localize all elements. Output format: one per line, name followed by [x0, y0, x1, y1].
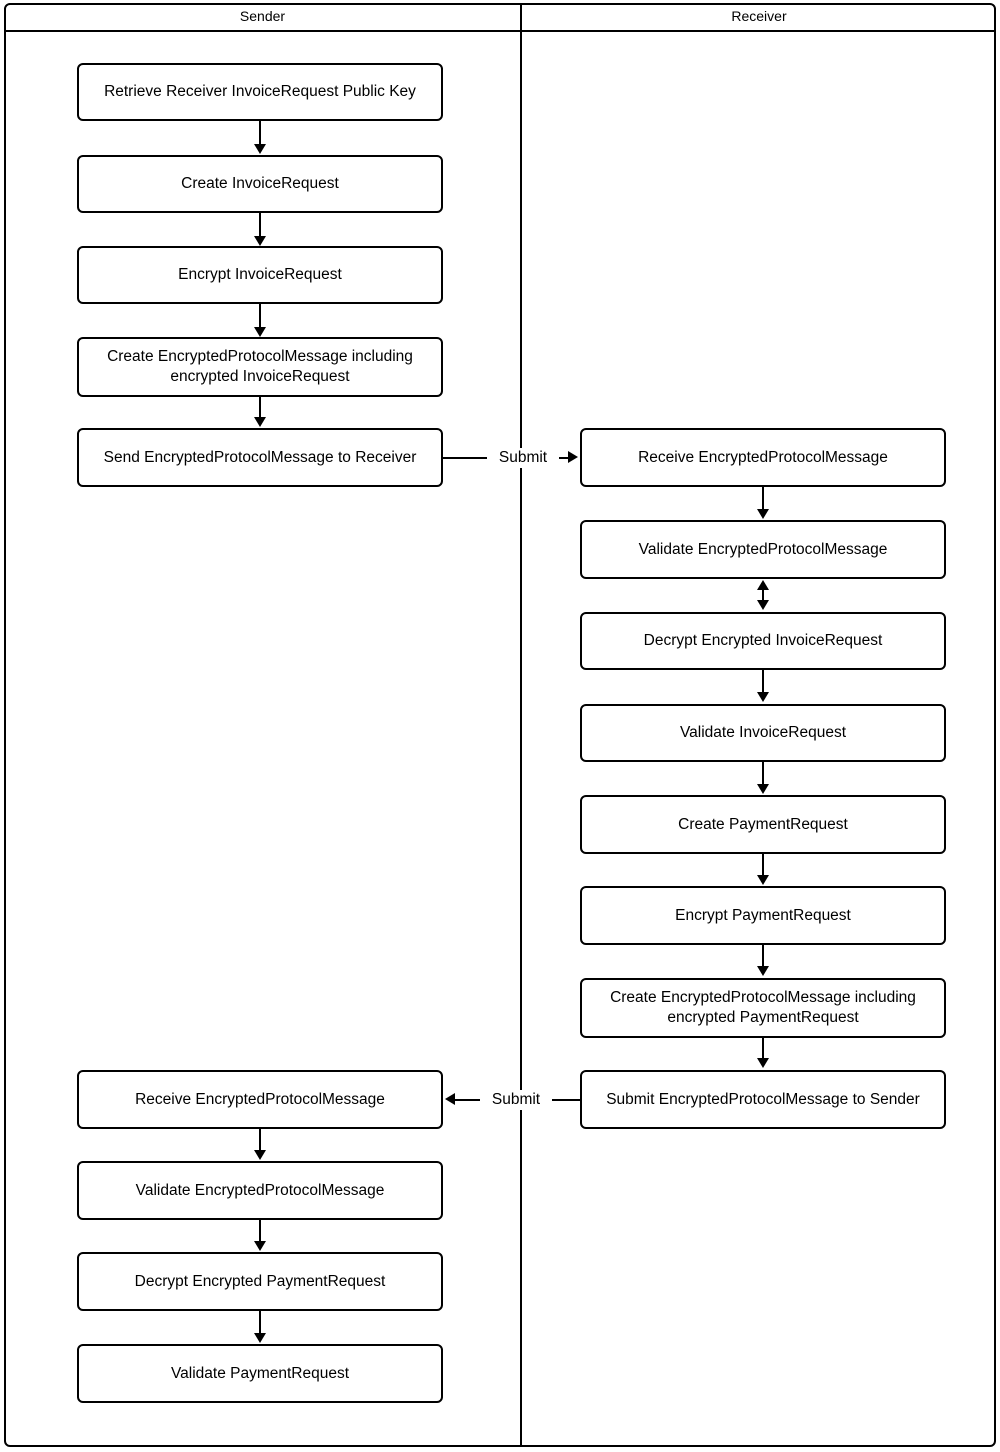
connector-r1-r2-line	[762, 487, 764, 510]
connector-r4-r5-arrowhead	[757, 784, 769, 794]
connector-s4-s5-line	[259, 397, 261, 418]
connector-s8-s9-line	[259, 1311, 261, 1334]
edge-label-submit-to-sender: Submit	[480, 1090, 552, 1110]
lane-header-divider	[4, 30, 996, 32]
connector-s4-s5-arrowhead	[254, 417, 266, 427]
connector-s6-s7-arrowhead	[254, 1150, 266, 1160]
node-receive-encryptedprotocolmessage-sender[interactable]: Receive EncryptedProtocolMessage	[77, 1070, 443, 1129]
edge-label-submit-to-receiver: Submit	[487, 448, 559, 468]
connector-r7-r8-line	[762, 1038, 764, 1059]
connector-s6-s7-line	[259, 1129, 261, 1151]
node-decrypt-encrypted-paymentrequest[interactable]: Decrypt Encrypted PaymentRequest	[77, 1252, 443, 1311]
node-validate-encryptedprotocolmessage-sender[interactable]: Validate EncryptedProtocolMessage	[77, 1161, 443, 1220]
connector-r2-r3-line	[762, 588, 764, 602]
node-receive-encryptedprotocolmessage-receiver[interactable]: Receive EncryptedProtocolMessage	[580, 428, 946, 487]
node-encrypt-paymentrequest[interactable]: Encrypt PaymentRequest	[580, 886, 946, 945]
connector-r2-r3-arrowhead-up	[757, 580, 769, 590]
node-validate-encryptedprotocolmessage-receiver[interactable]: Validate EncryptedProtocolMessage	[580, 520, 946, 579]
connector-s3-s4-line	[259, 304, 261, 328]
connector-s7-s8-line	[259, 1220, 261, 1242]
connector-s2-s3-line	[259, 213, 261, 237]
lane-header-receiver: Receiver	[731, 8, 787, 24]
connector-s1-s2-arrowhead	[254, 144, 266, 154]
node-validate-invoicerequest[interactable]: Validate InvoiceRequest	[580, 704, 946, 762]
node-decrypt-encrypted-invoicerequest[interactable]: Decrypt Encrypted InvoiceRequest	[580, 612, 946, 670]
node-create-invoicerequest[interactable]: Create InvoiceRequest	[77, 155, 443, 213]
connector-r7-r8-arrowhead	[757, 1058, 769, 1068]
connector-s7-s8-arrowhead	[254, 1241, 266, 1251]
node-submit-encryptedprotocolmessage-to-sender[interactable]: Submit EncryptedProtocolMessage to Sende…	[580, 1070, 946, 1129]
node-validate-paymentrequest[interactable]: Validate PaymentRequest	[77, 1344, 443, 1403]
connector-r3-r4-arrowhead	[757, 692, 769, 702]
connector-submit-to-receiver-arrowhead	[568, 451, 578, 463]
node-encrypt-invoicerequest[interactable]: Encrypt InvoiceRequest	[77, 246, 443, 304]
connector-r1-r2-arrowhead	[757, 509, 769, 519]
connector-s3-s4-arrowhead	[254, 327, 266, 337]
node-create-encryptedprotocolmessage-invoicerequest[interactable]: Create EncryptedProtocolMessage includin…	[77, 337, 443, 397]
connector-r6-r7-arrowhead	[757, 966, 769, 976]
lane-header-sender: Sender	[239, 8, 286, 24]
node-retrieve-receiver-invoicerequest-public-key[interactable]: Retrieve Receiver InvoiceRequest Public …	[77, 63, 443, 121]
connector-r4-r5-line	[762, 762, 764, 785]
connector-r3-r4-line	[762, 670, 764, 693]
connector-submit-to-sender-arrowhead	[445, 1093, 455, 1105]
connector-r5-r6-line	[762, 854, 764, 876]
connector-r2-r3-arrowhead-down	[757, 600, 769, 610]
lane-vertical-divider	[520, 3, 522, 1447]
connector-r5-r6-arrowhead	[757, 875, 769, 885]
node-create-encryptedprotocolmessage-paymentrequest[interactable]: Create EncryptedProtocolMessage includin…	[580, 978, 946, 1038]
connector-s8-s9-arrowhead	[254, 1333, 266, 1343]
node-send-encryptedprotocolmessage-to-receiver[interactable]: Send EncryptedProtocolMessage to Receive…	[77, 428, 443, 487]
connector-r6-r7-line	[762, 945, 764, 967]
connector-s2-s3-arrowhead	[254, 236, 266, 246]
connector-s1-s2-line	[259, 121, 261, 145]
node-create-paymentrequest[interactable]: Create PaymentRequest	[580, 795, 946, 854]
